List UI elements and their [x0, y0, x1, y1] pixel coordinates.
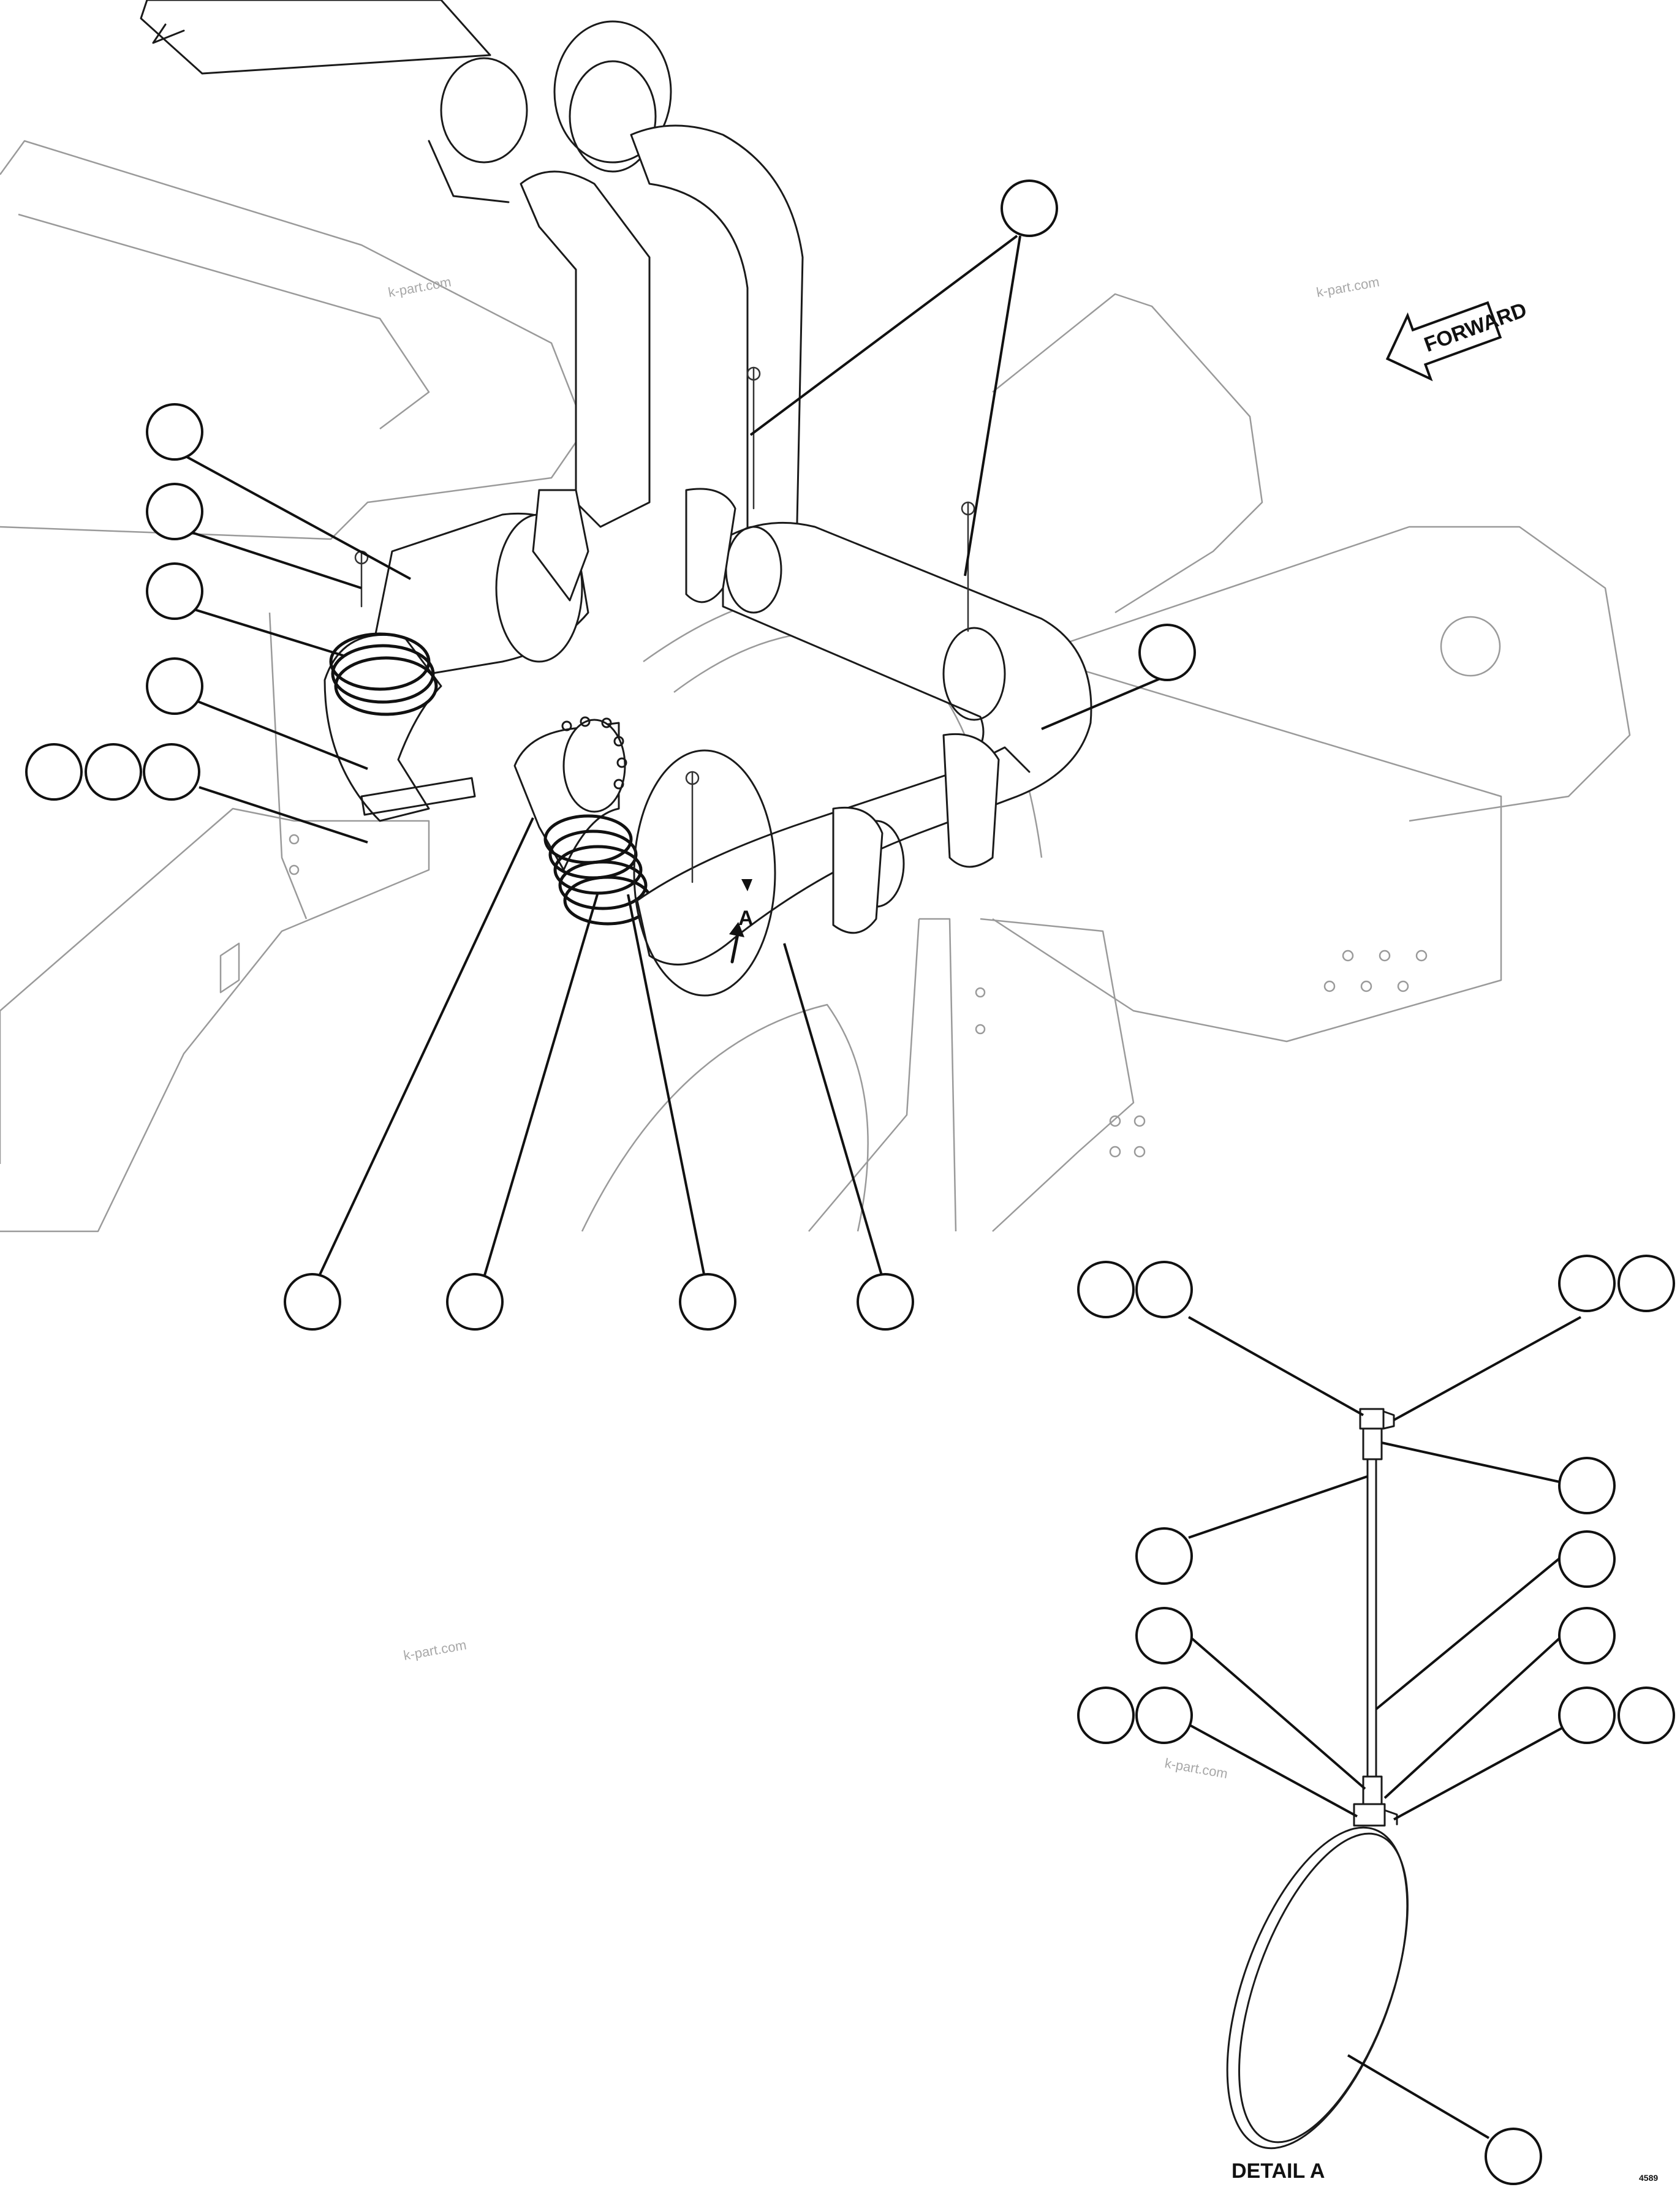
watermark-2: k-part.com	[1315, 274, 1381, 300]
watermark-1: k-part.com	[387, 274, 453, 300]
callout-balloon	[857, 1273, 914, 1331]
leader-lines	[174, 235, 1581, 2139]
detail-title: DETAIL A	[1232, 2159, 1325, 2183]
callout-balloon	[1558, 1530, 1616, 1588]
detail-a-view-indicator: A	[633, 749, 776, 997]
callout-balloon	[1077, 1261, 1135, 1318]
rear-pipes	[520, 124, 804, 553]
drawing-code: 4589	[1639, 2173, 1658, 2183]
callout-balloon	[1138, 624, 1196, 681]
callout-balloon	[1135, 1261, 1193, 1318]
watermark-4: k-part.com	[1164, 1755, 1229, 1781]
chassis-frame	[0, 140, 1631, 1233]
callout-balloon	[146, 562, 203, 620]
callout-balloon	[679, 1273, 736, 1331]
callout-balloon	[1135, 1527, 1193, 1585]
callout-balloon	[1077, 1687, 1135, 1744]
callout-balloon	[1001, 179, 1058, 237]
left-elbow	[324, 512, 589, 822]
view-arrow-head-icon	[729, 922, 744, 937]
callout-balloon	[1558, 1457, 1616, 1514]
callout-balloon	[146, 403, 203, 461]
muffler-upper	[140, 0, 672, 203]
callout-balloon	[1618, 1255, 1675, 1312]
view-arrow-head-2-icon	[741, 879, 752, 891]
callout-balloon	[146, 483, 203, 540]
callout-balloon	[1485, 2128, 1542, 2185]
center-flex-pipe	[513, 719, 653, 926]
callout-balloon	[143, 743, 200, 801]
callout-balloon	[1618, 1687, 1675, 1744]
callout-balloon	[1558, 1255, 1616, 1312]
callout-balloon	[146, 657, 203, 715]
callout-balloon	[284, 1273, 341, 1331]
hanger-rods	[354, 366, 975, 883]
forward-arrow-icon: FORWARD	[1385, 298, 1530, 382]
view-arrow-icon	[730, 929, 740, 964]
flange-bolts	[561, 716, 627, 790]
callout-balloon	[1558, 1607, 1616, 1664]
view-marker-label: A	[738, 907, 754, 930]
callout-balloon	[1135, 1687, 1193, 1744]
callout-balloon	[1135, 1607, 1193, 1664]
detail-a-assembly	[1226, 1408, 1409, 2150]
callout-balloon	[25, 743, 83, 801]
callout-balloon	[85, 743, 142, 801]
cross-pipe	[532, 488, 1092, 965]
callout-balloon	[1558, 1687, 1616, 1744]
callout-balloons	[25, 179, 1675, 2185]
watermark-3: k-part.com	[403, 1637, 468, 1663]
callout-balloon	[446, 1273, 504, 1331]
